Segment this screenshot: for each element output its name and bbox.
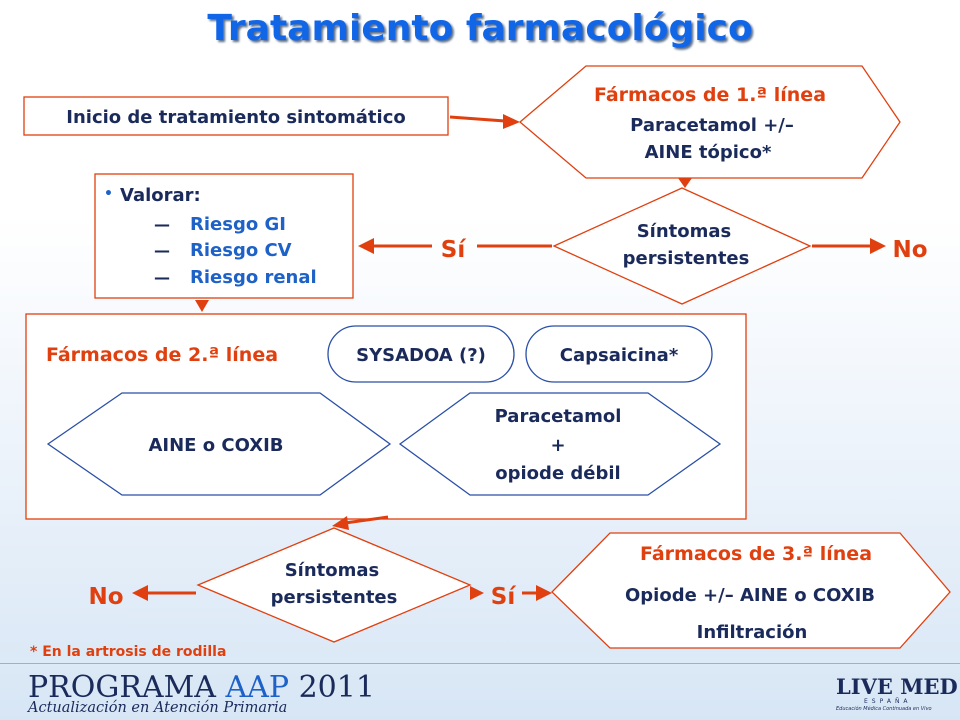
programa-aap-logo: PROGRAMA AAP 2011 Actualización en Atenc… xyxy=(28,670,375,716)
assess-risk-cv: Riesgo CV xyxy=(190,240,292,261)
persist2-line2: persistentes xyxy=(271,587,398,608)
programa-title: PROGRAMA AAP 2011 xyxy=(28,670,375,705)
livemed-country: ESPAÑA xyxy=(864,698,912,705)
assess-label: Valorar: xyxy=(120,185,201,206)
persist-diamond-2 xyxy=(196,527,472,643)
arrow-yes-2 xyxy=(470,586,484,600)
third-line-heading: Fármacos de 3.ª línea xyxy=(640,543,872,565)
sysadoa-label: SYSADOA (?) xyxy=(356,345,486,366)
assess-dash-3: — xyxy=(154,268,170,287)
combo-line-1: Paracetamol xyxy=(495,406,622,427)
livemed-logo: LIVE MED ESPAÑA Educación Médica Continu… xyxy=(836,668,958,716)
programa-aap: AAP xyxy=(225,670,290,705)
persist1-line2: persistentes xyxy=(623,248,750,269)
programa-subtitle: Actualización en Atención Primaria xyxy=(28,700,288,716)
slide-title: Tratamiento farmacológico xyxy=(207,8,753,49)
no-label-2: No xyxy=(88,584,123,610)
arrow-yes-to-third xyxy=(522,585,552,601)
persist-diamond-1 xyxy=(552,187,812,305)
start-box xyxy=(23,96,449,136)
arrow-start-to-first-line xyxy=(449,114,520,129)
livemed-tagline: Educación Médica Continuada en Vivo xyxy=(836,706,932,712)
yes-label-2: Sí xyxy=(491,584,517,610)
first-line-hexagon xyxy=(518,65,901,179)
capsaicina-pill xyxy=(525,325,713,383)
programa-year: 2011 xyxy=(298,670,375,705)
aine-coxib-hexagon xyxy=(46,392,392,496)
footer-divider xyxy=(0,663,960,664)
third-line-hexagon xyxy=(551,532,951,649)
persist1-line1: Síntomas xyxy=(637,221,732,242)
assess-dash-2: — xyxy=(154,241,170,260)
third-line-drug-1: Opiode +/– AINE o COXIB xyxy=(625,585,875,606)
yes-label-1: Sí xyxy=(441,237,467,263)
livemed-name: LIVE MED xyxy=(836,674,958,699)
footnote: * En la artrosis de rodilla xyxy=(30,644,226,660)
arrow-no-2 xyxy=(132,585,196,601)
arrow-second-to-persist xyxy=(332,515,389,530)
assess-bullet: • xyxy=(104,186,113,202)
combo-line-3: opiode débil xyxy=(495,463,620,484)
assess-box xyxy=(94,173,354,299)
arrow-first-to-persist xyxy=(678,178,692,188)
arrow-yes-to-assess xyxy=(358,238,432,254)
aine-coxib-label: AINE o COXIB xyxy=(148,435,283,456)
programa-word: PROGRAMA xyxy=(28,670,216,705)
first-line-heading: Fármacos de 1.ª línea xyxy=(594,84,826,106)
sysadoa-pill xyxy=(327,325,515,383)
second-line-heading: Fármacos de 2.ª línea xyxy=(46,344,278,366)
arrow-no-1 xyxy=(812,238,886,254)
persist2-line1: Síntomas xyxy=(285,560,380,581)
assess-dash-1: — xyxy=(154,215,170,234)
combo-line-2: + xyxy=(550,435,565,456)
assess-risk-gi: Riesgo GI xyxy=(190,214,286,235)
assess-risk-renal: Riesgo renal xyxy=(190,267,317,288)
third-line-drug-2: Infiltración xyxy=(697,622,808,643)
no-label-1: No xyxy=(892,237,927,263)
capsaicina-label: Capsaicina* xyxy=(560,345,679,366)
first-line-drug-2: AINE tópico* xyxy=(645,142,772,163)
paracetamol-opioid-hexagon xyxy=(398,392,722,496)
start-box-label: Inicio de tratamiento sintomático xyxy=(66,107,405,128)
first-line-drug-1: Paracetamol +/– xyxy=(630,115,794,136)
arrow-assess-to-second xyxy=(195,300,209,312)
